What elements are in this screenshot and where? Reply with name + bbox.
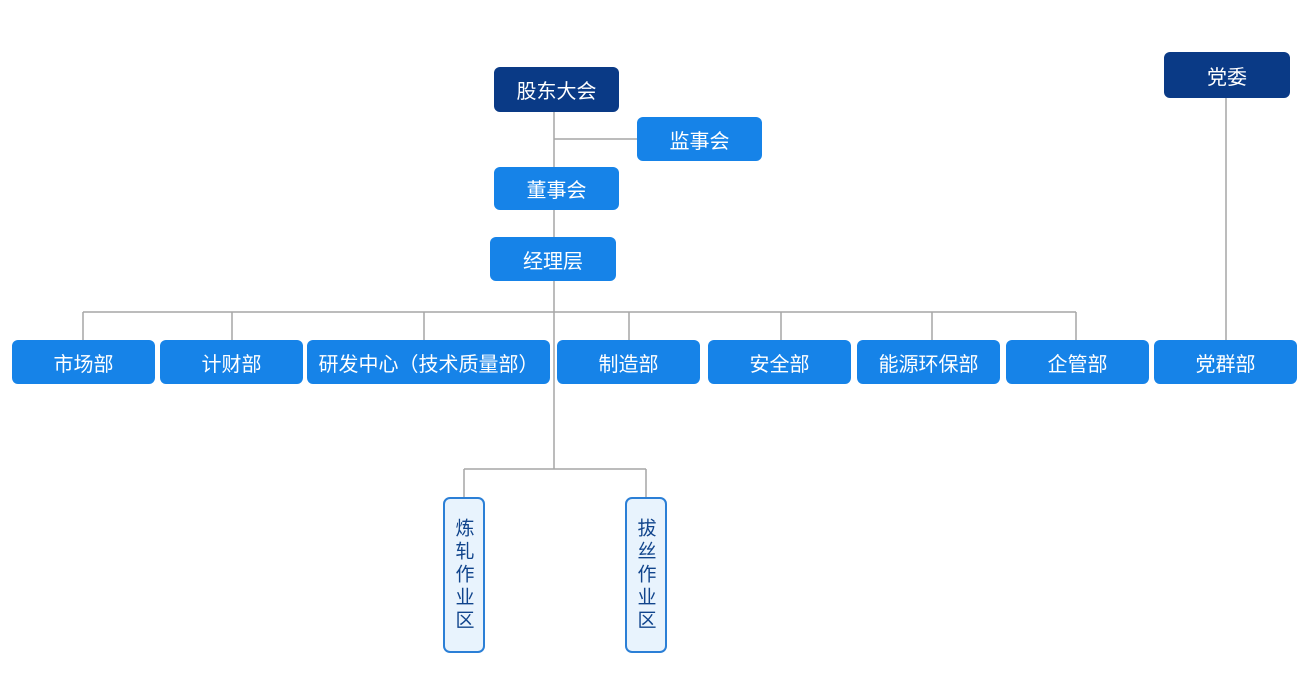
dept-market-label: 市场部 xyxy=(53,351,114,376)
management-box: 经理层 xyxy=(490,237,616,281)
dept-manufacturing-label: 制造部 xyxy=(598,351,659,376)
dept-safety-box: 安全部 xyxy=(708,340,851,384)
party-committee-label: 党委 xyxy=(1207,64,1247,89)
dept-party-affairs-box: 党群部 xyxy=(1154,340,1297,384)
dept-market-box: 市场部 xyxy=(12,340,155,384)
dept-finance-label: 计财部 xyxy=(201,351,262,376)
dept-safety-label: 安全部 xyxy=(749,351,810,376)
dept-party-affairs-label: 党群部 xyxy=(1195,351,1256,376)
management-label: 经理层 xyxy=(523,248,583,273)
dept-rnd-center-box: 研发中心（技术质量部） xyxy=(307,340,550,384)
dept-enterprise-mgmt-label: 企管部 xyxy=(1047,351,1108,376)
dept-rnd-center-label: 研发中心（技术质量部） xyxy=(318,351,539,376)
work-area-wire-drawing-label: 拔丝作业区 xyxy=(634,517,657,633)
shareholders-meeting-box: 股东大会 xyxy=(494,67,619,112)
party-committee-box: 党委 xyxy=(1164,52,1290,98)
dept-energy-env-label: 能源环保部 xyxy=(878,351,979,376)
work-area-smelting-rolling-label: 炼轧作业区 xyxy=(452,517,475,633)
dept-finance-box: 计财部 xyxy=(160,340,303,384)
dept-energy-env-box: 能源环保部 xyxy=(857,340,1000,384)
supervisory-board-label: 监事会 xyxy=(669,128,730,153)
work-area-smelting-rolling-box: 炼轧作业区 xyxy=(443,497,485,653)
supervisory-board-box: 监事会 xyxy=(637,117,762,161)
board-of-directors-label: 董事会 xyxy=(526,178,587,202)
work-area-wire-drawing-box: 拔丝作业区 xyxy=(625,497,667,653)
shareholders-meeting-label: 股东大会 xyxy=(516,79,597,103)
dept-enterprise-mgmt-box: 企管部 xyxy=(1006,340,1149,384)
board-of-directors-box: 董事会 xyxy=(494,167,619,210)
dept-manufacturing-box: 制造部 xyxy=(557,340,700,384)
